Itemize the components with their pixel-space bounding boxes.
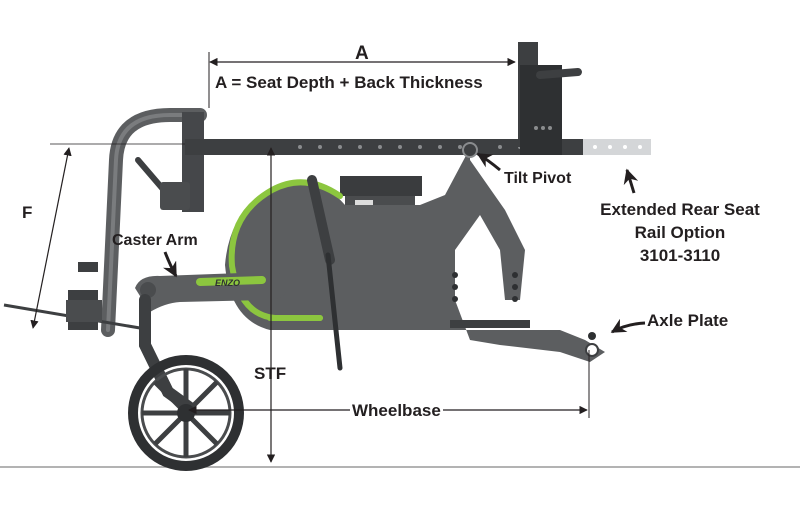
- axle-plate-label: Axle Plate: [647, 311, 729, 330]
- caster-arm: ENZO: [135, 272, 288, 312]
- footrest: [3, 300, 141, 330]
- dim-a-formula: A = Seat Depth + Back Thickness: [215, 73, 483, 92]
- frame-logo: ENZO: [215, 278, 240, 288]
- extended-rail-line-3: 3101-3110: [639, 246, 721, 265]
- extended-rail-line-2: Rail Option: [634, 223, 726, 242]
- caster-arm-label: Caster Arm: [112, 232, 198, 249]
- caster-arm-arrow: [162, 251, 178, 278]
- seat-rail: [185, 139, 585, 155]
- wheelbase-label: Wheelbase: [350, 401, 443, 420]
- dim-f-line: [30, 147, 72, 329]
- rail-option-arrow: [623, 168, 639, 194]
- back-post: [518, 42, 582, 155]
- caster-wheel: [128, 294, 244, 471]
- extended-rail-label: Extended Rear Seat Rail Option 3101-3110: [575, 198, 785, 267]
- gas-spring: [307, 175, 343, 371]
- extended-rail: [583, 139, 651, 155]
- extended-rail-line-1: Extended Rear Seat: [600, 200, 760, 219]
- tilt-pivot-label: Tilt Pivot: [504, 170, 572, 187]
- brake-lever: [135, 157, 190, 210]
- stf-label: STF: [254, 364, 287, 383]
- tilt-pivot-arrow: [476, 152, 501, 172]
- axle-plate-arrow: [610, 318, 646, 334]
- dim-f-label: F: [22, 203, 33, 222]
- dim-a-label: A: [355, 43, 369, 64]
